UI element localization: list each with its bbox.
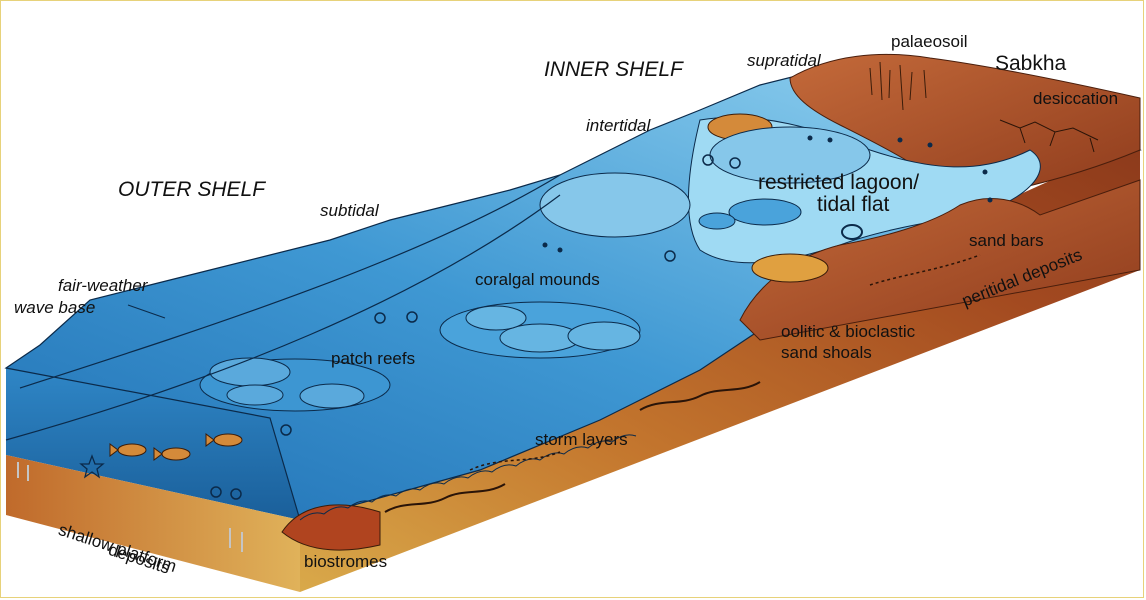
patch-reef-inner-2 — [300, 384, 364, 408]
label-restricted-lagoon-1: restricted lagoon/ — [758, 171, 919, 195]
label-palaeosoil: palaeosoil — [891, 32, 968, 52]
label-coralgal-mounds: coralgal mounds — [475, 270, 600, 290]
lagoon-patch-1 — [729, 199, 801, 225]
patch-reef-inner-3 — [227, 385, 283, 405]
label-sabkha: Sabkha — [995, 52, 1066, 76]
label-sand-bars: sand bars — [969, 231, 1044, 251]
intertidal-mound-3 — [752, 254, 828, 282]
lagoon-outline-1 — [540, 173, 690, 237]
label-supratidal: supratidal — [747, 51, 821, 71]
label-fair-weather-2: wave base — [14, 298, 95, 318]
label-desiccation: desiccation — [1033, 89, 1118, 109]
lagoon-patch-2 — [699, 213, 735, 229]
patch-reef-inner-1 — [210, 358, 290, 386]
label-storm-layers: storm layers — [535, 430, 628, 450]
label-intertidal: intertidal — [586, 116, 650, 136]
coralgal-mound-inner-2 — [568, 322, 640, 350]
label-fair-weather-1: fair-weather — [58, 276, 147, 296]
label-inner-shelf: INNER SHELF — [544, 58, 683, 82]
label-oolitic-1: oolitic & bioclastic — [781, 322, 915, 342]
label-outer-shelf: OUTER SHELF — [118, 178, 265, 202]
label-oolitic-2: sand shoals — [781, 343, 872, 363]
coralgal-mound-inner-3 — [466, 306, 526, 330]
label-biostromes: biostromes — [304, 552, 387, 572]
label-patch-reefs: patch reefs — [331, 349, 415, 369]
label-restricted-lagoon-2: tidal flat — [817, 193, 889, 217]
label-subtidal: subtidal — [320, 201, 379, 221]
